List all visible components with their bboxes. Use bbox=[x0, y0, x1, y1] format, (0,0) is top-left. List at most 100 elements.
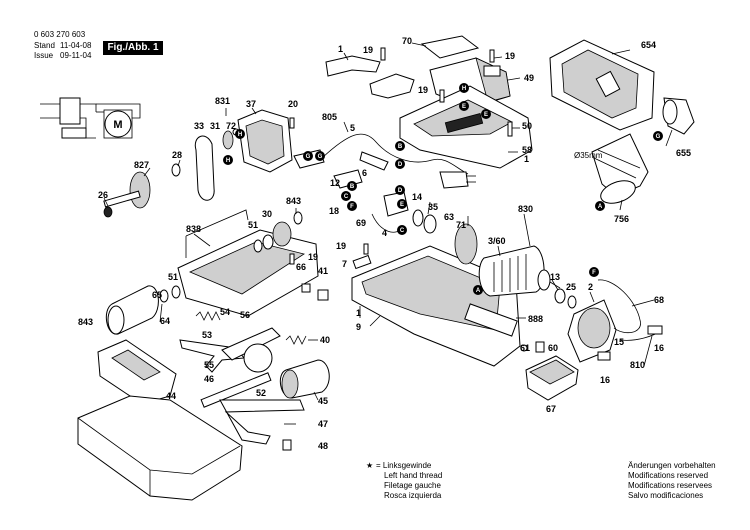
callout: 66 bbox=[296, 262, 306, 272]
screw-60 bbox=[535, 341, 545, 353]
spring-40 bbox=[285, 335, 307, 345]
callout: 843 bbox=[78, 317, 93, 327]
callout: 44 bbox=[166, 391, 176, 401]
armature bbox=[478, 245, 545, 297]
axle-46 bbox=[200, 372, 272, 408]
callout: 67 bbox=[546, 404, 556, 414]
figure-label: Fig./Abb. 1 bbox=[103, 41, 163, 55]
callout: 2 bbox=[588, 282, 593, 292]
callout: 41 bbox=[318, 266, 328, 276]
callout: 60 bbox=[548, 343, 558, 353]
callout: 15 bbox=[614, 337, 624, 347]
callout: 69 bbox=[356, 218, 366, 228]
gear-30 bbox=[272, 221, 292, 247]
marker: B bbox=[398, 144, 403, 150]
brush-cover bbox=[325, 55, 381, 77]
bearing-14 bbox=[412, 209, 424, 227]
callout: 831 bbox=[215, 96, 230, 106]
callout: 53 bbox=[202, 330, 212, 340]
marker: E bbox=[484, 112, 488, 118]
callout: 68 bbox=[654, 295, 664, 305]
callout: 63 bbox=[444, 212, 454, 222]
callout: 47 bbox=[318, 419, 328, 429]
toothed-belt bbox=[194, 135, 215, 201]
callout: 35 bbox=[428, 202, 438, 212]
issue-label: Issue bbox=[34, 51, 54, 60]
callout: 16 bbox=[600, 375, 610, 385]
callout: 19 bbox=[308, 252, 318, 262]
power-cord bbox=[321, 133, 469, 175]
callout: 70 bbox=[402, 36, 412, 46]
callout: 1 bbox=[338, 44, 343, 54]
leader-lines bbox=[103, 42, 673, 425]
callout: 51 bbox=[248, 220, 258, 230]
callout: 19 bbox=[336, 241, 346, 251]
adapter-opening bbox=[662, 99, 678, 125]
legend-star: ★ bbox=[366, 461, 374, 470]
marker: A bbox=[598, 204, 603, 210]
marker: H bbox=[226, 158, 230, 164]
clamp-7 bbox=[352, 254, 372, 270]
callout: 3/60 bbox=[488, 236, 506, 246]
marker: E bbox=[400, 202, 404, 208]
callout: 50 bbox=[522, 121, 532, 131]
stand-label: Stand bbox=[34, 41, 55, 50]
callout: 838 bbox=[186, 224, 201, 234]
marker: F bbox=[350, 204, 354, 210]
legend-left-hand-thread-de: = Linksgewinde bbox=[376, 461, 432, 470]
callout: 31 bbox=[210, 121, 220, 131]
marker: C bbox=[344, 194, 349, 200]
callout: 830 bbox=[518, 204, 533, 214]
callout: 26 bbox=[98, 190, 108, 200]
marker: G bbox=[656, 134, 661, 140]
callout: 56 bbox=[240, 310, 250, 320]
legend-left-hand-thread-en: Left hand thread bbox=[384, 471, 443, 480]
callout: 756 bbox=[614, 214, 629, 224]
roller-face bbox=[107, 305, 125, 335]
bearing-28 bbox=[171, 163, 181, 177]
callout: 28 bbox=[172, 150, 182, 160]
base-plate-47 bbox=[219, 399, 305, 445]
marker: G bbox=[306, 154, 311, 160]
callout: 888 bbox=[528, 314, 543, 324]
marker: H bbox=[238, 132, 242, 138]
legend-modifications-es: Salvo modificaciones bbox=[628, 491, 704, 500]
wire-68 bbox=[597, 279, 641, 334]
cord-sleeve bbox=[359, 151, 389, 171]
callout: 71 bbox=[456, 220, 466, 230]
marker: G bbox=[318, 154, 323, 160]
marker: B bbox=[350, 184, 355, 190]
legend-modifications-fr: Modifications reservees bbox=[628, 481, 713, 490]
callout: 14 bbox=[412, 192, 422, 202]
marker: F bbox=[592, 270, 596, 276]
callout: 54 bbox=[220, 307, 230, 317]
field-coil-core bbox=[577, 307, 611, 349]
callout: 19 bbox=[418, 85, 428, 95]
terminal-16 bbox=[647, 325, 663, 335]
callout: 19 bbox=[363, 45, 373, 55]
marker: E bbox=[462, 104, 466, 110]
callout: 5 bbox=[350, 123, 355, 133]
front-frame-window bbox=[111, 349, 161, 381]
bearing-64 bbox=[171, 285, 181, 299]
callout: 52 bbox=[256, 388, 266, 398]
callout: 48 bbox=[318, 441, 328, 451]
legend-left-hand-thread-fr: Filetage gauche bbox=[384, 481, 441, 490]
connection-markers: H H G G B D H E E G A B C F D E C A F bbox=[41, 83, 663, 295]
callout: 16 bbox=[654, 343, 664, 353]
bearing-843 bbox=[293, 211, 303, 225]
extraction-hose bbox=[591, 133, 649, 197]
wiring-schematic bbox=[40, 97, 141, 139]
spring-54 bbox=[195, 311, 221, 321]
clip-66 bbox=[301, 283, 311, 293]
drive-shaft bbox=[103, 190, 141, 208]
screw-48 bbox=[282, 439, 292, 451]
callout: 20 bbox=[288, 99, 298, 109]
part-number: 0 603 270 603 bbox=[34, 30, 86, 39]
callout: 65 bbox=[152, 290, 162, 300]
plug-41 bbox=[317, 289, 329, 301]
callout: 55 bbox=[204, 360, 214, 370]
callout: 12 bbox=[330, 178, 340, 188]
